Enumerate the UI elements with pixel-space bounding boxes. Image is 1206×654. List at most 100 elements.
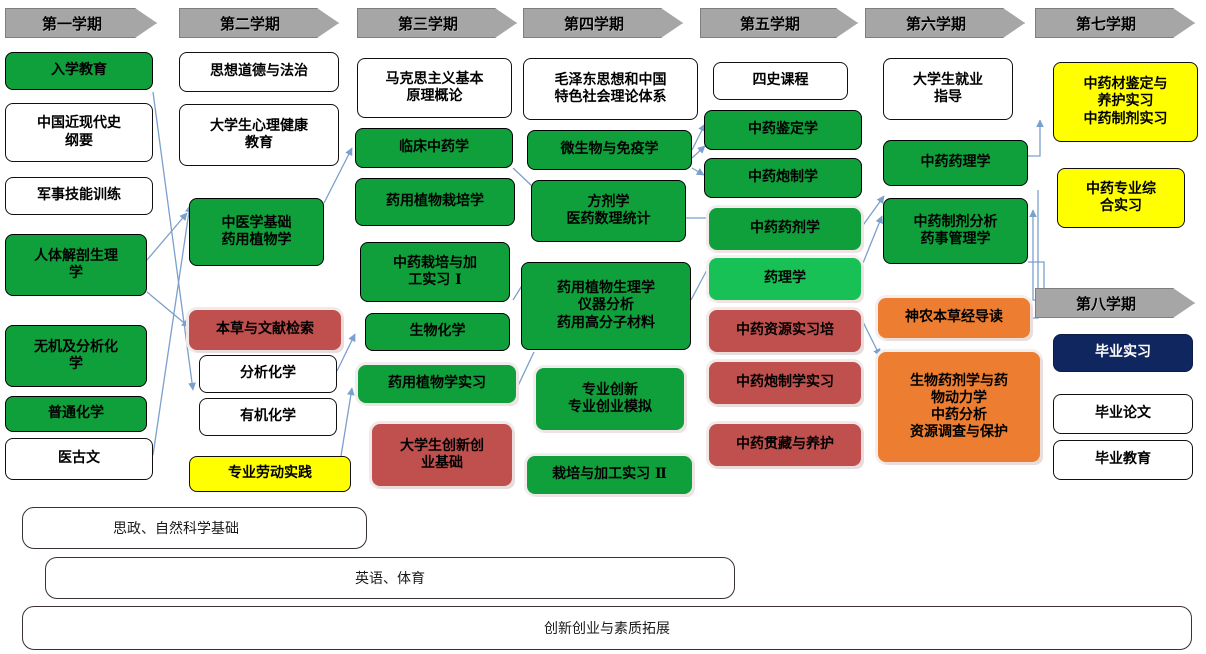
- course-box[interactable]: 药理学: [709, 258, 861, 300]
- course-label: 无机及分析化 学: [34, 338, 118, 372]
- semester-header-4: 第四学期: [523, 8, 683, 38]
- course-box[interactable]: 毕业论文: [1053, 394, 1193, 434]
- course-box[interactable]: 中药炮制学实习: [709, 362, 861, 404]
- course-label: 毕业教育: [1095, 451, 1151, 468]
- course-label: 入学教育: [51, 62, 107, 79]
- course-box[interactable]: 无机及分析化 学: [5, 325, 147, 387]
- course-label: 栽培与加工实习 Ⅱ: [552, 466, 667, 483]
- course-label: 分析化学: [240, 365, 296, 382]
- course-box[interactable]: 中国近现代史 纲要: [5, 103, 153, 162]
- course-label: 方剂学 医药数理统计: [566, 193, 651, 227]
- course-label: 毛泽东思想和中国 特色社会理论体系: [554, 71, 667, 105]
- course-label: 医古文: [58, 450, 100, 467]
- course-box[interactable]: 生物化学: [365, 313, 510, 351]
- course-label: 中药炮制学: [748, 169, 818, 186]
- course-label: 药用植物栽培学: [386, 193, 484, 210]
- course-label: 药用植物学实习: [388, 375, 486, 392]
- course-box[interactable]: 中药鉴定学: [704, 110, 862, 150]
- course-label: 药理学: [764, 270, 806, 287]
- course-band[interactable]: 创新创业与素质拓展: [22, 606, 1192, 650]
- course-box[interactable]: 军事技能训练: [5, 177, 153, 215]
- course-box[interactable]: 栽培与加工实习 Ⅱ: [527, 456, 692, 494]
- course-label: 军事技能训练: [37, 187, 121, 204]
- course-box[interactable]: 毕业教育: [1053, 440, 1193, 480]
- course-box[interactable]: 马克思主义基本 原理概论: [357, 58, 512, 118]
- course-label: 中药药理学: [920, 154, 991, 171]
- course-box[interactable]: 中药制剂分析 药事管理学: [883, 198, 1028, 264]
- course-box[interactable]: 毛泽东思想和中国 特色社会理论体系: [523, 58, 698, 120]
- course-box[interactable]: 中药药剂学: [709, 208, 861, 250]
- course-label: 微生物与免疫学: [560, 141, 659, 158]
- band-label: 英语、体育: [355, 571, 425, 587]
- semester-header-7: 第七学期: [1035, 8, 1195, 38]
- course-label: 中国近现代史 纲要: [37, 115, 121, 149]
- course-box[interactable]: 药用植物栽培学: [355, 178, 515, 226]
- course-label: 临床中药学: [399, 139, 469, 156]
- course-label: 中药专业综 合实习: [1086, 180, 1156, 214]
- course-box[interactable]: 中药贯藏与养护: [709, 424, 861, 466]
- course-box[interactable]: 入学教育: [5, 52, 153, 90]
- course-box[interactable]: 生物药剂学与药 物动力学 中药分析 资源调查与保护: [878, 352, 1040, 462]
- course-box[interactable]: 专业劳动实践: [189, 456, 351, 492]
- course-label: 有机化学: [240, 408, 296, 425]
- course-box[interactable]: 大学生心理健康 教育: [179, 104, 339, 166]
- course-box[interactable]: 药用植物学实习: [358, 365, 516, 403]
- course-label: 马克思主义基本 原理概论: [385, 70, 484, 104]
- course-box[interactable]: 医古文: [5, 438, 153, 480]
- course-box[interactable]: 中医学基础 药用植物学: [189, 198, 324, 266]
- course-box[interactable]: 大学生创新创 业基础: [372, 424, 512, 486]
- course-box[interactable]: 中药材鉴定与 养护实习 中药制剂实习: [1053, 62, 1198, 142]
- course-label: 专业劳动实践: [228, 465, 312, 482]
- semester-header-1: 第一学期: [5, 8, 157, 38]
- course-label: 普通化学: [48, 405, 104, 422]
- course-band[interactable]: 思政、自然科学基础: [22, 507, 367, 549]
- course-label: 毕业实习: [1095, 344, 1151, 361]
- course-box[interactable]: 中药专业综 合实习: [1057, 168, 1185, 228]
- course-label: 神农本草经导读: [905, 309, 1003, 326]
- semester-header-8: 第八学期: [1035, 288, 1195, 318]
- course-label: 生物化学: [409, 323, 466, 340]
- course-box[interactable]: 本草与文献检索: [189, 310, 341, 350]
- course-label: 生物药剂学与药 物动力学 中药分析 资源调查与保护: [910, 372, 1008, 441]
- course-label: 大学生心理健康 教育: [210, 117, 308, 151]
- course-box[interactable]: 思想道德与法治: [179, 52, 339, 92]
- course-label: 中药制剂分析 药事管理学: [913, 213, 998, 247]
- course-label: 专业创新 专业创业模拟: [568, 381, 652, 415]
- course-box[interactable]: 中药资源实习培: [709, 310, 861, 352]
- semester-header-2: 第二学期: [179, 8, 339, 38]
- course-label: 大学生创新创 业基础: [400, 437, 484, 471]
- course-box[interactable]: 四史课程: [713, 62, 848, 100]
- course-box[interactable]: 有机化学: [199, 398, 337, 436]
- band-label: 思政、自然科学基础: [113, 521, 239, 537]
- course-box[interactable]: 中药炮制学: [704, 158, 862, 198]
- course-box[interactable]: 神农本草经导读: [878, 298, 1030, 338]
- course-label: 中药炮制学实习: [736, 374, 834, 391]
- course-box[interactable]: 中药栽培与加 工实习 Ⅰ: [360, 242, 510, 302]
- course-label: 中药鉴定学: [748, 121, 818, 138]
- course-box[interactable]: 专业创新 专业创业模拟: [536, 368, 684, 430]
- course-box[interactable]: 临床中药学: [355, 128, 513, 168]
- course-box[interactable]: 毕业实习: [1053, 334, 1193, 372]
- course-label: 中医学基础 药用植物学: [221, 214, 292, 248]
- course-box[interactable]: 方剂学 医药数理统计: [531, 180, 686, 242]
- course-label: 中药资源实习培: [736, 322, 834, 339]
- course-label: 大学生就业 指导: [913, 71, 983, 105]
- course-label: 中药贯藏与养护: [736, 436, 834, 453]
- course-band[interactable]: 英语、体育: [45, 557, 735, 599]
- course-label: 中药材鉴定与 养护实习 中药制剂实习: [1083, 76, 1168, 127]
- course-box[interactable]: 普通化学: [5, 396, 147, 432]
- course-box[interactable]: 分析化学: [199, 355, 337, 393]
- course-box[interactable]: 大学生就业 指导: [883, 58, 1013, 120]
- course-box[interactable]: 人体解剖生理 学: [5, 234, 147, 296]
- course-label: 本草与文献检索: [216, 321, 314, 338]
- semester-header-6: 第六学期: [865, 8, 1025, 38]
- semester-header-3: 第三学期: [357, 8, 517, 38]
- course-box[interactable]: 中药药理学: [883, 140, 1028, 186]
- course-box[interactable]: 微生物与免疫学: [527, 130, 692, 170]
- course-label: 毕业论文: [1095, 405, 1151, 422]
- band-label: 创新创业与素质拓展: [544, 621, 670, 637]
- course-label: 药用植物生理学 仪器分析 药用高分子材料: [557, 280, 655, 331]
- course-box[interactable]: 药用植物生理学 仪器分析 药用高分子材料: [521, 262, 691, 350]
- semester-header-5: 第五学期: [700, 8, 858, 38]
